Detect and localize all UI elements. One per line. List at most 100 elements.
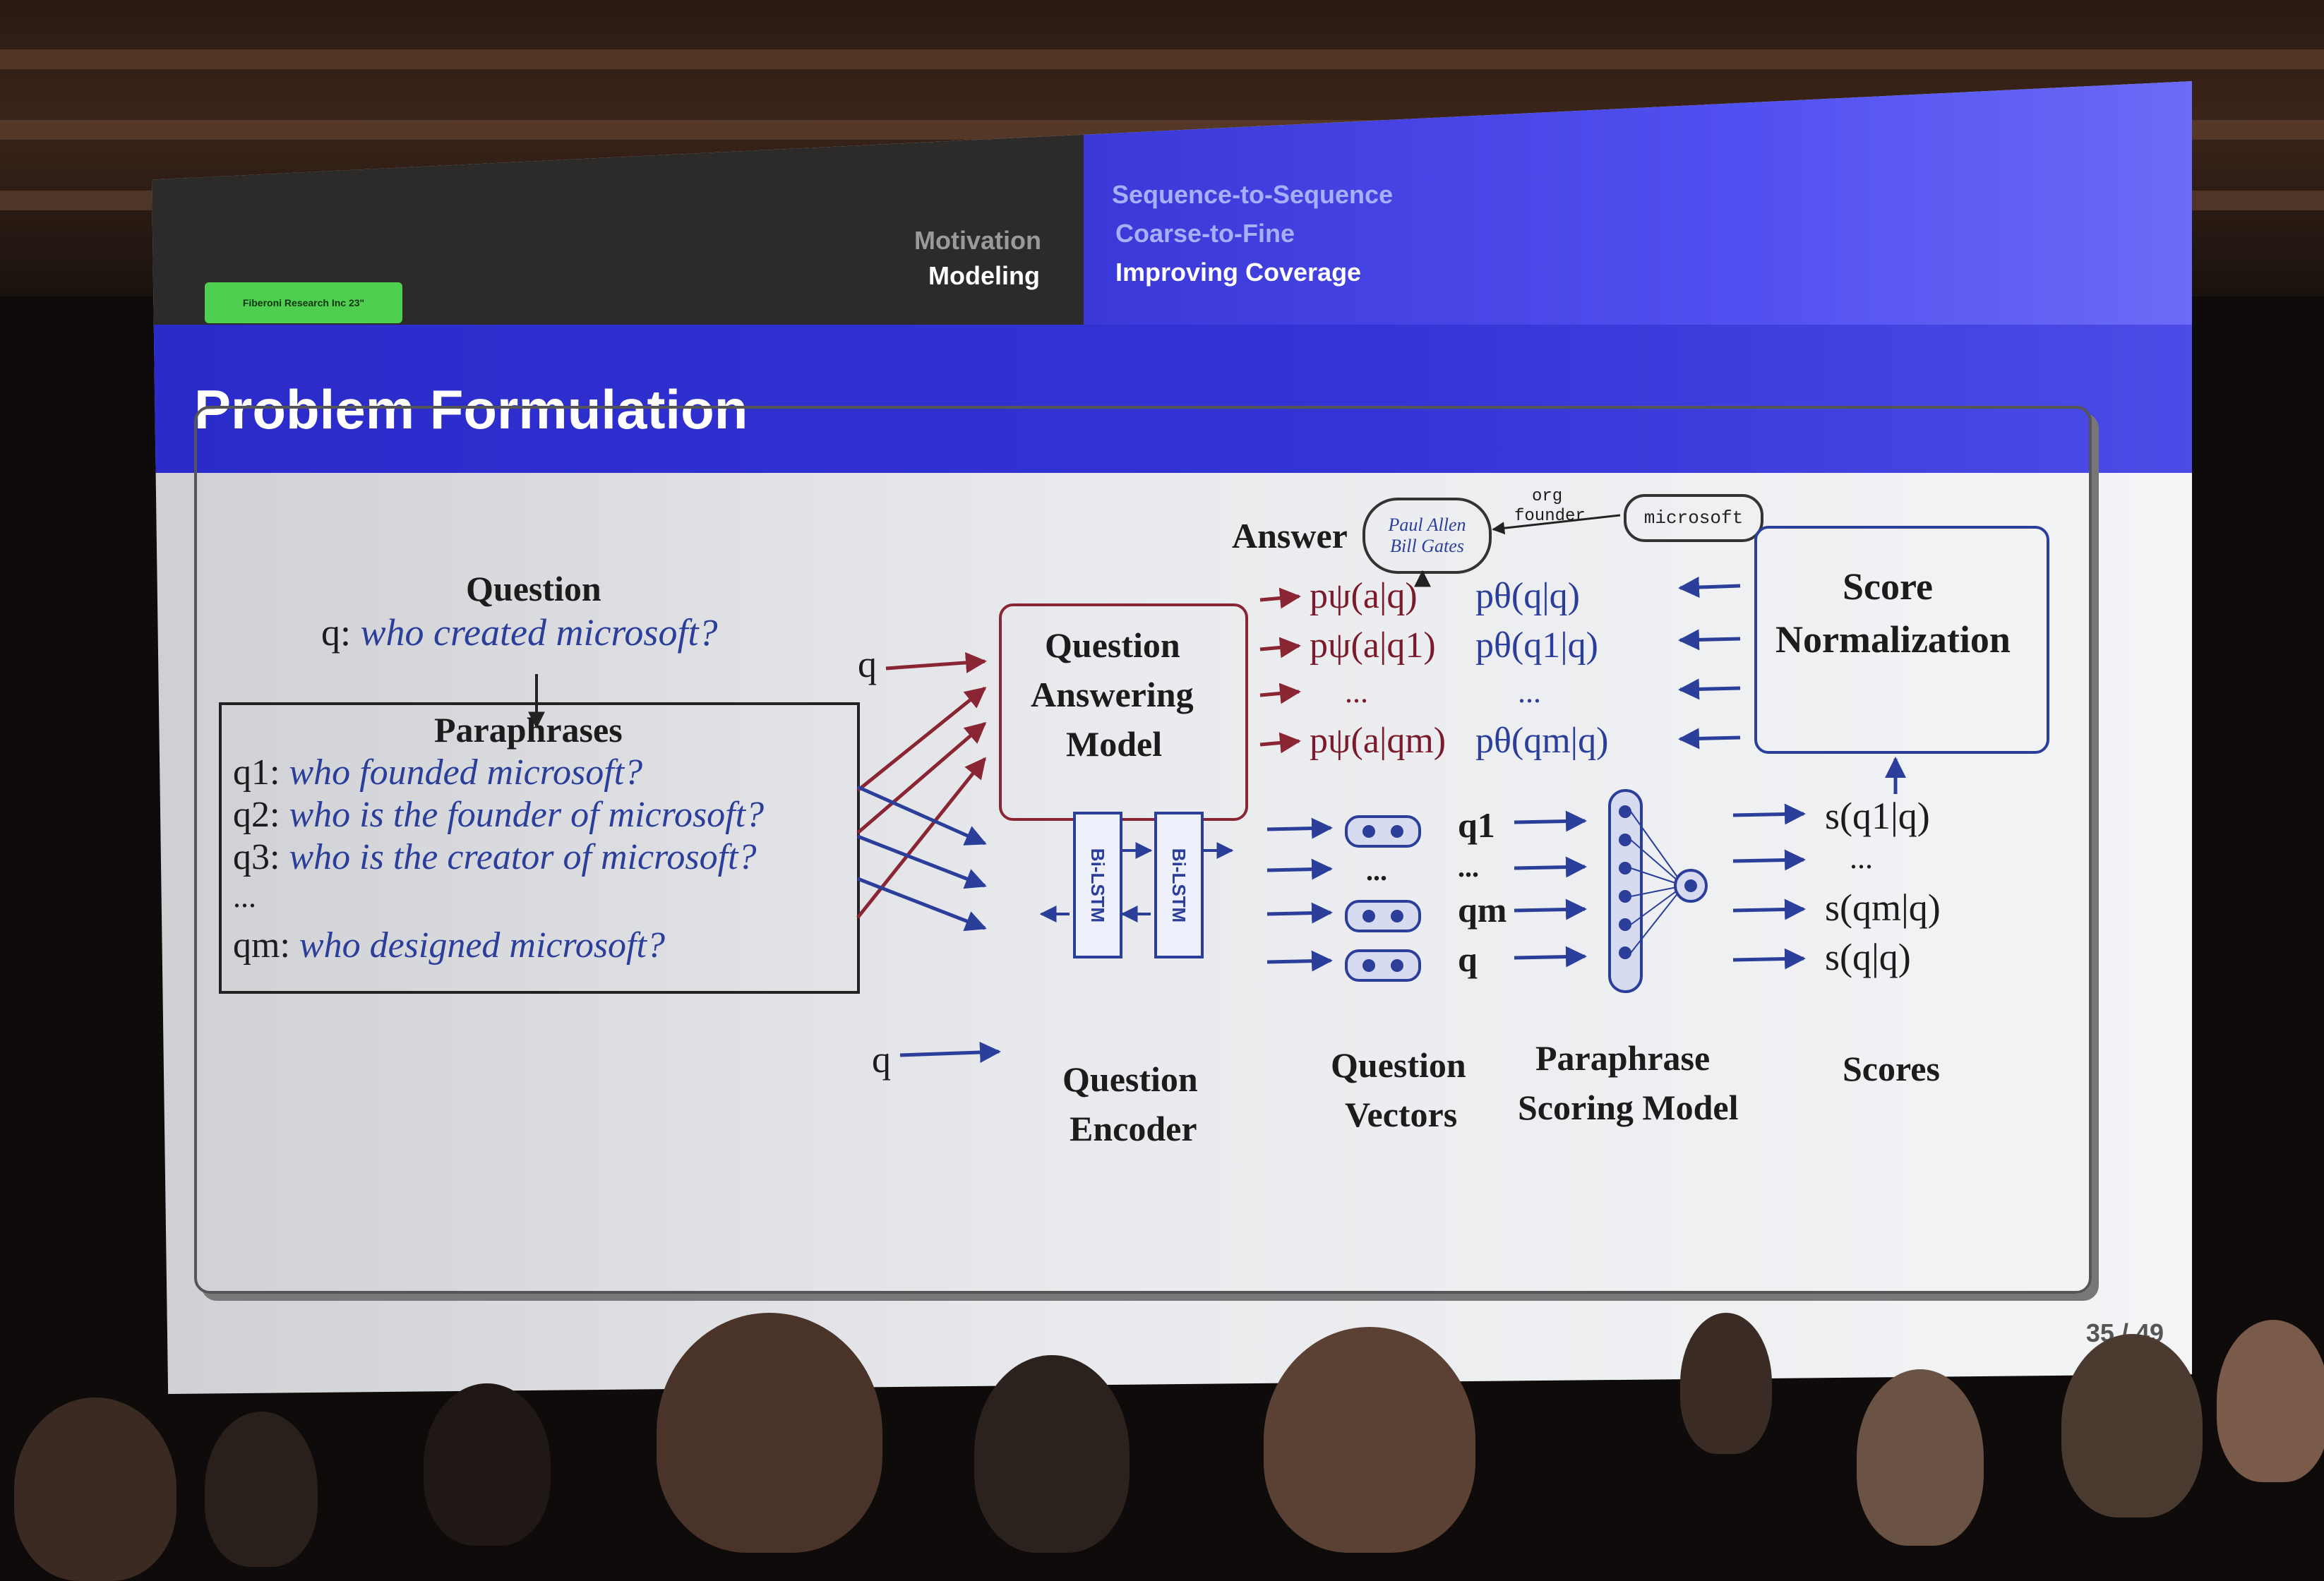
audience-head	[424, 1383, 551, 1546]
para-to-encoder-arrow	[857, 834, 987, 889]
encoder-caption-line1: Question	[1062, 1059, 1198, 1099]
input-q-bottom: q	[872, 1038, 891, 1081]
qa-out-arrow	[1259, 587, 1301, 609]
score-item: s(qm|q)	[1825, 886, 1941, 929]
answer-entity: Paul Allen	[1388, 515, 1466, 535]
norm-out-arrow	[1678, 577, 1741, 599]
vector-out-arrow	[1514, 856, 1587, 878]
relation-arrow	[1492, 514, 1621, 535]
nav-subsection-seq2seq[interactable]: Sequence-to-Sequence	[1112, 180, 1394, 209]
p-answer: ...	[1345, 675, 1368, 709]
p-answer: pψ(a|q1)	[1310, 625, 1436, 666]
vector-label: q1	[1458, 805, 1495, 845]
paraphrases-box	[219, 702, 860, 994]
answer-label: Answer	[1232, 516, 1348, 555]
vectors-caption-line1: Question	[1331, 1045, 1466, 1085]
paraphrase-item: q2: who is the founder of microsoft?	[233, 794, 764, 836]
scoring-edges	[1630, 811, 1684, 954]
projection-screen: Fiberoni Research Inc 23" Motivation Mod…	[152, 81, 2192, 1394]
input-q-top: q	[858, 643, 877, 685]
norm-out-arrow	[1678, 629, 1741, 651]
paraphrase-item: q1: who founded microsoft?	[233, 752, 642, 793]
scoring-nodes	[1619, 805, 1631, 959]
paraphrase-text: who designed microsoft?	[299, 925, 665, 966]
qa-model-line3: Model	[1066, 724, 1163, 764]
diagram-arrows	[528, 514, 1906, 1063]
qa-model-line2: Answering	[1031, 675, 1194, 714]
paraphrase-label: q2:	[233, 795, 280, 835]
encoder-caption-line2: Encoder	[1070, 1109, 1197, 1148]
encoder-out-arrow	[1266, 902, 1333, 924]
vector-out-arrow	[1514, 946, 1587, 968]
para-to-qa-arrow	[856, 757, 986, 919]
audience-head	[1264, 1327, 1475, 1553]
vector-ellipsis: ...	[1366, 855, 1387, 886]
paraphrase-text: who is the founder of microsoft?	[289, 795, 765, 835]
nav-subsection-improving-coverage[interactable]: Improving Coverage	[1115, 258, 1362, 287]
p-answer: pψ(a|qm)	[1310, 721, 1446, 761]
nav-subsection-coarse-to-fine[interactable]: Coarse-to-Fine	[1115, 219, 1295, 248]
q-to-qa-arrow	[885, 651, 987, 673]
vector-out-arrow	[1514, 810, 1587, 832]
audience-head	[2061, 1334, 2203, 1517]
vector-icon	[1345, 900, 1421, 932]
nav-section-motivation[interactable]: Motivation	[914, 226, 1041, 255]
qa-model-line1: Question	[1045, 625, 1180, 665]
answer-entity-node: Paul Allen Bill Gates	[1362, 498, 1492, 574]
paraphrase-label: q3:	[233, 837, 280, 877]
bilstm-cell: Bi-LSTM	[1154, 812, 1204, 958]
vector-out-arrow	[1514, 898, 1587, 920]
para-to-qa-arrow	[856, 687, 987, 792]
audience	[0, 1313, 2324, 1581]
answer-entity: Bill Gates	[1390, 536, 1464, 556]
title-bar	[152, 325, 2192, 473]
question-line: q: who created microsoft?	[321, 611, 717, 654]
encoder-out-arrow	[1266, 950, 1333, 972]
score-item: s(q|q)	[1825, 936, 1911, 978]
score-normalization-box	[1754, 526, 2049, 754]
paraphrase-text: who is the creator of microsoft?	[289, 837, 757, 877]
audience-head	[974, 1355, 1130, 1553]
paraphrase-item: qm: who designed microsoft?	[233, 925, 665, 966]
audience-head	[14, 1397, 176, 1581]
scoring-model-line2: Scoring Model	[1518, 1088, 1739, 1127]
audience-head	[205, 1412, 318, 1567]
audience-head	[1857, 1369, 1984, 1546]
bilstm-cell: Bi-LSTM	[1073, 812, 1122, 958]
score-norm-line2: Normalization	[1775, 618, 2011, 661]
vector-label: q	[1458, 939, 1478, 979]
qa-out-arrow	[1259, 683, 1301, 704]
question-text: who created microsoft?	[360, 611, 718, 654]
vector-icon	[1345, 949, 1421, 982]
vector-icon	[1345, 815, 1421, 848]
norm-out-arrow	[1678, 678, 1741, 700]
slide-title: Problem Formulation	[194, 378, 748, 440]
nav-section-modeling[interactable]: Modeling	[928, 261, 1040, 290]
paraphrase-label: qm:	[233, 925, 290, 966]
diagram-panel	[194, 406, 2092, 1294]
p-paraphrase: pθ(q1|q)	[1475, 625, 1598, 666]
vectors-caption-line2: Vectors	[1345, 1095, 1458, 1134]
score-norm-line1: Score	[1843, 565, 1933, 608]
vector-label: ...	[1458, 851, 1479, 883]
score-arrow	[1732, 948, 1806, 970]
subject-node: microsoft	[1624, 494, 1763, 542]
encoder-out-arrow	[1266, 817, 1333, 839]
qa-model-box	[999, 603, 1248, 821]
score-arrow	[1732, 898, 1806, 920]
paraphrase-text: who founded microsoft?	[289, 752, 643, 793]
para-to-qa-arrow	[856, 722, 987, 834]
audience-head	[657, 1313, 882, 1553]
score-arrow	[1732, 849, 1806, 871]
audience-head	[1680, 1313, 1772, 1454]
paraphrase-ellipsis: ...	[233, 879, 256, 914]
p-answer: pψ(a|q)	[1310, 576, 1418, 616]
badge: Fiberoni Research Inc 23"	[205, 282, 402, 323]
p-paraphrase: pθ(q|q)	[1475, 576, 1580, 616]
score-item: s(q1|q)	[1825, 795, 1930, 837]
ceiling-beam	[0, 49, 2324, 69]
q-to-encoder-arrow	[899, 1041, 1001, 1063]
score-item: ...	[1850, 841, 1873, 875]
paraphrase-label: q1:	[233, 752, 280, 793]
